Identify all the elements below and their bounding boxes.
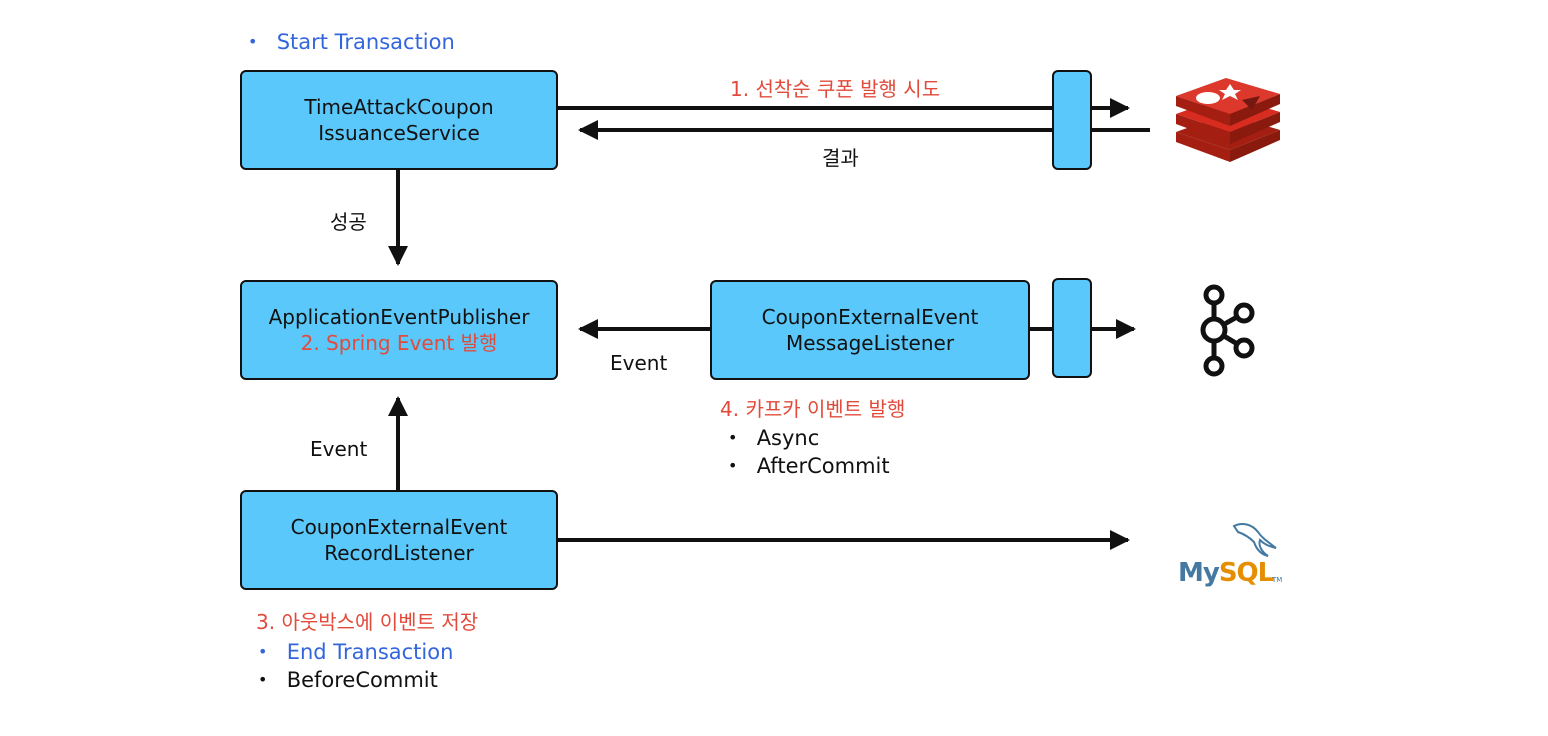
event-middle-label: Event xyxy=(610,351,668,375)
issuance-service-box: TimeAttackCoupon IssuanceService xyxy=(240,70,558,170)
result-label: 결과 xyxy=(822,146,859,170)
end-transaction-text: End Transaction xyxy=(286,640,454,664)
message-listener-box: CouponExternalEvent MessageListener xyxy=(710,280,1030,380)
aftercommit-bullet: AfterCommit xyxy=(728,454,890,478)
mysql-wordmark: MySQL xyxy=(1178,558,1274,588)
end-transaction-bullet: End Transaction xyxy=(258,640,454,664)
step1-label: 1. 선착순 쿠폰 발행 시도 xyxy=(730,77,941,101)
kafka-gate-block xyxy=(1052,278,1092,378)
start-transaction-bullet: Start Transaction xyxy=(248,30,455,54)
async-text: Async xyxy=(756,426,820,450)
success-label: 성공 xyxy=(330,210,367,234)
beforecommit-bullet: BeforeCommit xyxy=(258,668,438,692)
start-transaction-text: Start Transaction xyxy=(276,30,455,54)
redis-icon xyxy=(1168,70,1288,170)
message-listener-line1: CouponExternalEvent xyxy=(761,305,979,329)
message-listener-line2: MessageListener xyxy=(785,331,955,355)
async-bullet: Async xyxy=(728,426,820,450)
mysql-tm: TM xyxy=(1272,576,1283,584)
record-listener-box: CouponExternalEvent RecordListener xyxy=(240,490,558,590)
beforecommit-text: BeforeCommit xyxy=(286,668,438,692)
event-left-label: Event xyxy=(310,437,368,461)
spring-event-label: 2. Spring Event 발행 xyxy=(300,331,498,355)
step3-label: 3. 아웃박스에 이벤트 저장 xyxy=(256,610,479,634)
step4-label: 4. 카프카 이벤트 발행 xyxy=(720,397,906,421)
record-listener-line2: RecordListener xyxy=(324,541,474,565)
event-publisher-line1: ApplicationEventPublisher xyxy=(268,305,530,329)
aftercommit-text: AfterCommit xyxy=(756,454,890,478)
record-listener-line1: CouponExternalEvent xyxy=(290,515,508,539)
kafka-icon xyxy=(1180,280,1270,380)
mysql-text: SQL xyxy=(1218,558,1274,588)
issuance-service-line2: IssuanceService xyxy=(318,121,480,145)
event-publisher-box: ApplicationEventPublisher 2. Spring Even… xyxy=(240,280,558,380)
issuance-service-line1: TimeAttackCoupon xyxy=(304,95,494,119)
redis-gate-block xyxy=(1052,70,1092,170)
mysql-icon: MySQL TM xyxy=(1176,520,1286,594)
